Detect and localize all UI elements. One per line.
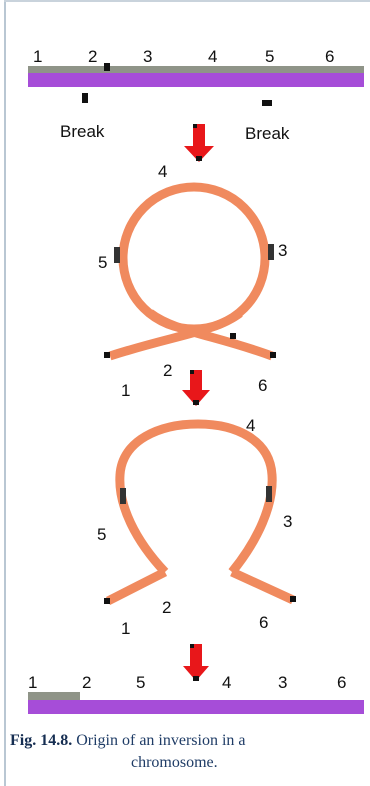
omega-label-4: 4 bbox=[246, 416, 255, 435]
loop-label-3: 3 bbox=[278, 241, 287, 260]
bottom-label-4: 4 bbox=[222, 673, 231, 692]
caption-text-line2: chromosome. bbox=[10, 752, 370, 774]
omega-foot-right bbox=[232, 572, 293, 600]
bottom-label-2: 2 bbox=[82, 673, 91, 692]
loop-label-2: 2 bbox=[163, 361, 172, 380]
inversion-omega: 4 5 3 2 1 6 bbox=[97, 416, 296, 638]
top-label-2: 2 bbox=[88, 47, 97, 66]
top-label-3: 3 bbox=[143, 47, 152, 66]
omega-label-5: 5 bbox=[97, 525, 106, 544]
arrow-down-1 bbox=[184, 124, 214, 162]
loop-circle bbox=[123, 187, 265, 329]
break-point-left bbox=[104, 63, 110, 71]
omega-label-6: 6 bbox=[259, 613, 268, 632]
top-chromosome-bar bbox=[28, 73, 364, 87]
figure-number: Fig. 14.8. bbox=[10, 732, 72, 749]
top-label-4: 4 bbox=[208, 47, 217, 66]
bottom-chromosome-upper-stripe bbox=[28, 692, 80, 700]
loop-label-6: 6 bbox=[258, 376, 267, 395]
top-chromosome-upper-stripe bbox=[28, 66, 364, 73]
bottom-label-3: 3 bbox=[278, 673, 287, 692]
bottom-chromosome-bar bbox=[28, 700, 364, 714]
arrow-down-2 bbox=[182, 370, 210, 406]
bottom-label-5: 5 bbox=[136, 673, 145, 692]
inversion-diagram: 1 2 3 4 5 6 Break Break 4 5 bbox=[0, 0, 370, 725]
top-label-5: 5 bbox=[265, 47, 274, 66]
caption-text-line1: Origin of an inversion in a bbox=[76, 732, 245, 749]
break-tick-right bbox=[262, 100, 272, 106]
inversion-loop: 4 5 3 2 1 6 bbox=[98, 162, 287, 400]
break-label-left: Break bbox=[60, 122, 105, 141]
bottom-label-1: 1 bbox=[28, 673, 37, 692]
omega-foot-left bbox=[108, 572, 165, 601]
break-tick-left bbox=[82, 93, 88, 103]
loop-label-5: 5 bbox=[98, 253, 107, 272]
break-label-right: Break bbox=[245, 124, 290, 143]
omega-label-3: 3 bbox=[283, 512, 292, 531]
top-label-6: 6 bbox=[325, 47, 334, 66]
omega-label-1: 1 bbox=[121, 619, 130, 638]
omega-arc bbox=[120, 424, 272, 572]
figure-caption: Fig. 14.8. Origin of an inversion in a c… bbox=[10, 730, 370, 774]
loop-label-1: 1 bbox=[121, 381, 130, 400]
bottom-label-6: 6 bbox=[337, 673, 346, 692]
omega-label-2: 2 bbox=[162, 598, 171, 617]
loop-arm-left bbox=[110, 313, 240, 356]
top-label-1: 1 bbox=[33, 47, 42, 66]
arrow-down-3 bbox=[183, 644, 209, 681]
loop-arm-right bbox=[150, 313, 272, 356]
loop-label-4: 4 bbox=[158, 162, 167, 181]
